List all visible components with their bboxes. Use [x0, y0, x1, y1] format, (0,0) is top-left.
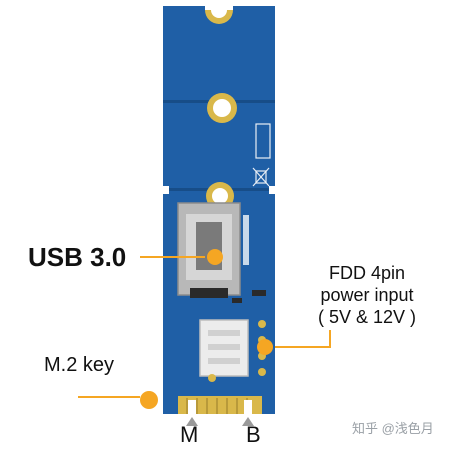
callouts — [78, 249, 331, 409]
pin-arrow-icon — [242, 417, 254, 426]
fdd-label-line-2: power input — [320, 285, 414, 305]
fdd-rib-2 — [208, 344, 240, 350]
pcb-board — [163, 0, 275, 414]
gold-fingers — [178, 396, 262, 414]
callout-dot-icon — [207, 249, 223, 265]
callout-dot-icon — [257, 339, 273, 355]
m-key-label: M — [180, 422, 199, 447]
mount-hole-mid — [213, 99, 231, 117]
b-key-notch — [244, 400, 252, 414]
fdd-power-connector — [199, 319, 266, 382]
m2-key-label: M.2 key — [44, 354, 115, 376]
fdd-label-line-1: FDD 4pin — [328, 263, 406, 283]
pcb-notch-left — [163, 186, 169, 194]
mount-pad-bottom — [208, 374, 216, 382]
fdd-rib-1 — [208, 330, 240, 336]
usb3-connector — [177, 202, 241, 298]
fdd-leader-line — [275, 330, 331, 348]
pin-arrow-icon — [186, 417, 198, 426]
fdd-power-label: FDD 4pin power input ( 5V & 12V ) — [292, 262, 442, 328]
m-key-notch — [188, 400, 196, 414]
mount-hole-low — [212, 188, 228, 204]
mount-hole-top-cut — [205, 0, 233, 10]
rohs-mark-icon — [255, 123, 271, 159]
fdd-label-line-3: ( 5V & 12V ) — [317, 307, 417, 327]
watermark: 知乎 @浅色月 — [352, 421, 434, 436]
fdd-pin-1 — [258, 320, 266, 328]
smd-component-2 — [232, 298, 242, 303]
usb-base — [190, 288, 228, 298]
weee-bin-icon — [252, 167, 270, 187]
pcb-notch-right — [269, 186, 275, 194]
fdd-rib-3 — [208, 358, 240, 364]
fdd-pin-4 — [258, 368, 266, 376]
silkscreen-stripe — [243, 215, 249, 265]
smd-component-1 — [252, 290, 266, 296]
usb3-label: USB 3.0 — [28, 242, 127, 272]
callout-dot-icon — [140, 391, 158, 409]
b-key-label: B — [246, 422, 261, 447]
m2-edge-connector — [178, 396, 262, 414]
